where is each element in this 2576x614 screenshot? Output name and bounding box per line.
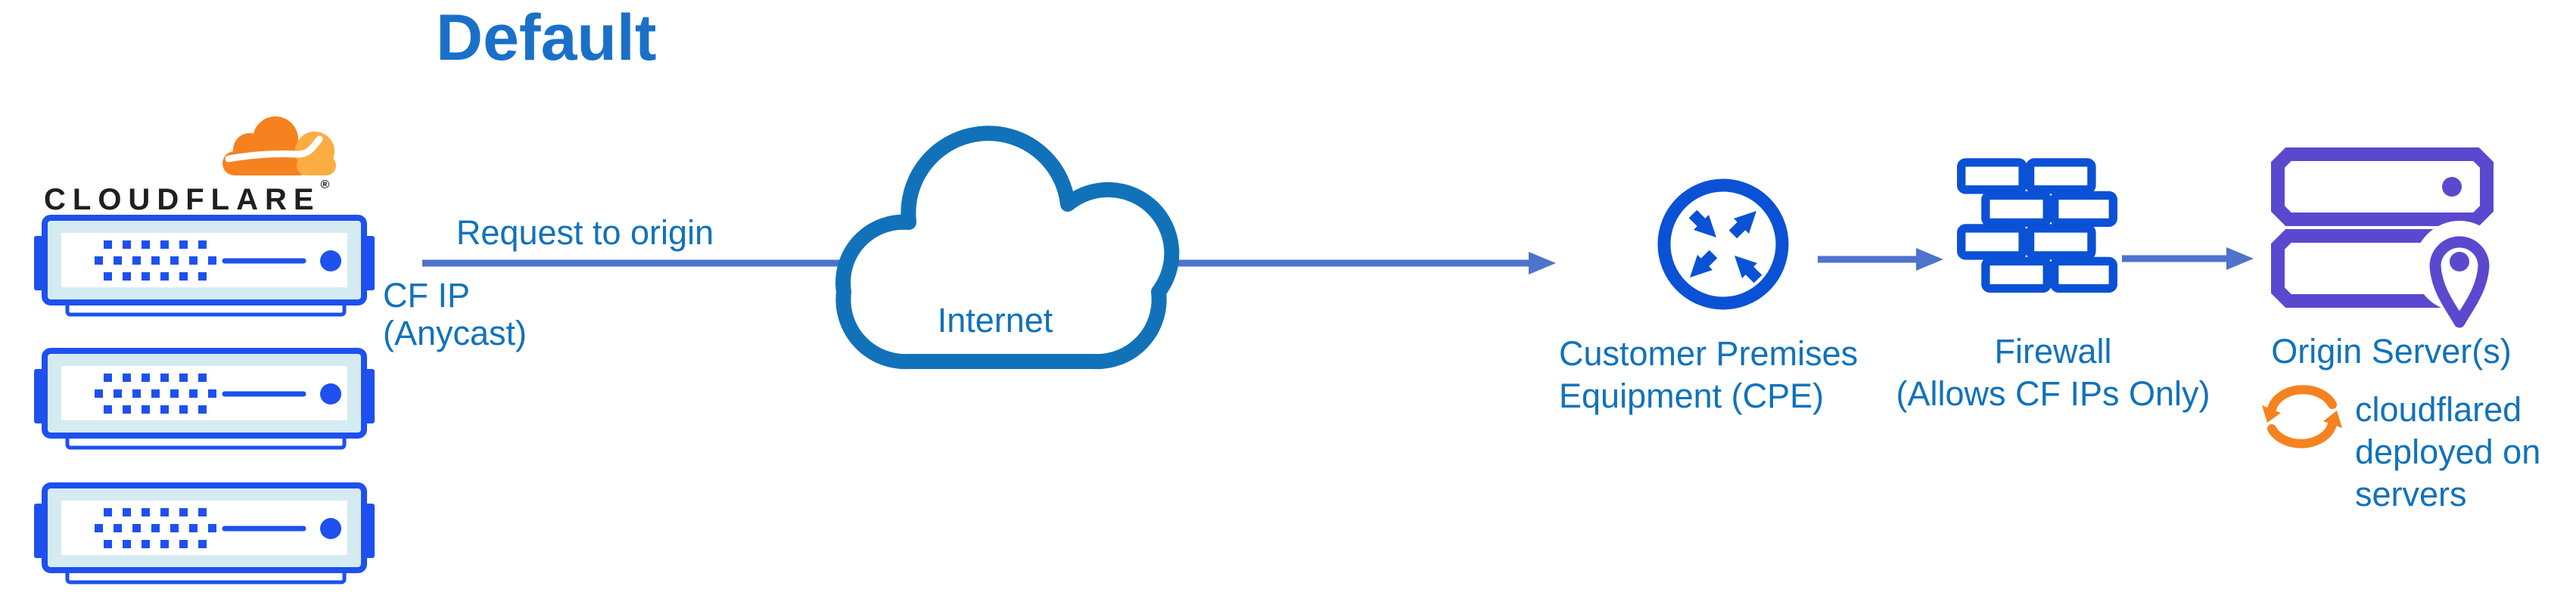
cloudflare-edge-server-icon-2 <box>34 348 375 450</box>
firewall-icon <box>1957 158 2117 293</box>
firewall-label: Firewall (Allows CF IPs Only) <box>1896 332 2210 413</box>
cloudflare-edge-server-icon-3 <box>34 482 375 585</box>
cloudflare-edge-server-icon-1 <box>34 215 375 317</box>
request-to-origin-label: Request to origin <box>456 213 714 252</box>
origin-servers-label: Origin Server(s) <box>2271 332 2512 371</box>
cloudflared-note: cloudflared deployed on servers <box>2355 390 2541 513</box>
cloudflare-cloud-icon <box>222 116 336 175</box>
cpe-router-icon <box>1657 178 1789 310</box>
origin-servers-icon <box>2271 147 2496 328</box>
cpe-to-firewall-arrow <box>1818 248 1943 271</box>
cpe-label: Customer Premises Equipment (CPE) <box>1559 334 1859 415</box>
registered-trademark: ® <box>320 178 330 191</box>
cloudflared-sync-icon <box>2262 385 2342 448</box>
diagram-title: Default <box>436 2 657 74</box>
cf-ip-anycast-label: CF IP (Anycast) <box>383 276 527 352</box>
internet-label: Internet <box>937 301 1053 340</box>
location-pin-icon <box>2429 236 2490 328</box>
cloudflare-wordmark: CLOUDFLARE® <box>44 178 330 216</box>
firewall-to-origin-arrow <box>2122 247 2254 270</box>
internet-cloud-icon <box>835 126 1180 370</box>
